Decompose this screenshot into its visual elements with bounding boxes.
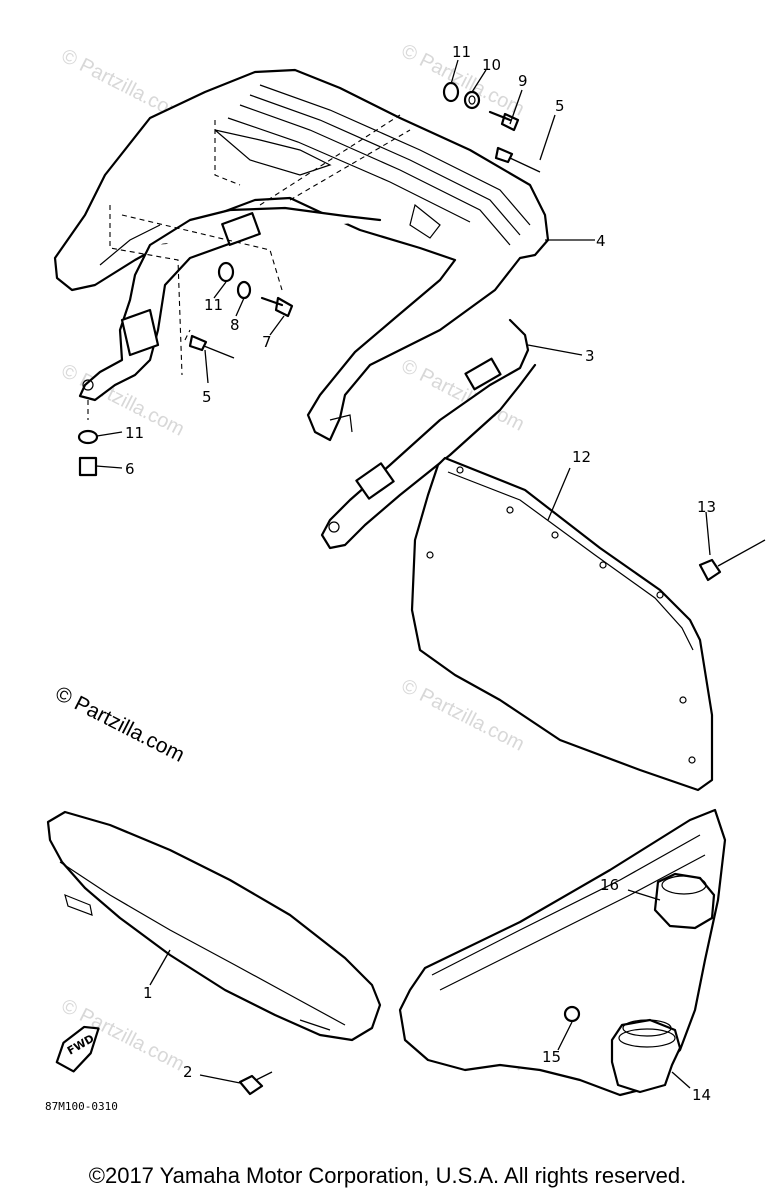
- callout-5-mid[interactable]: 5: [202, 388, 212, 406]
- callout-11-low[interactable]: 11: [125, 424, 144, 442]
- callout-12[interactable]: 12: [572, 448, 591, 466]
- callout-3[interactable]: 3: [585, 347, 595, 365]
- part-1-bumper[interactable]: [46, 810, 382, 1042]
- callout-4[interactable]: 4: [596, 232, 606, 250]
- fwd-arrow-icon: FWD: [55, 1025, 100, 1073]
- hardware-screw-5-mid[interactable]: [188, 334, 235, 359]
- callout-16[interactable]: 16: [600, 876, 619, 894]
- copyright-notice: ©2017 Yamaha Motor Corporation, U.S.A. A…: [88, 1163, 687, 1188]
- diagram-reference-code: 87M100-0310: [45, 1100, 118, 1113]
- part-12-panel[interactable]: [410, 456, 714, 792]
- callout-6[interactable]: 6: [125, 460, 135, 478]
- part-3-bracket[interactable]: [78, 206, 537, 550]
- callout-10[interactable]: 10: [482, 56, 501, 74]
- part-4-top-cover[interactable]: [53, 68, 550, 442]
- part-14-filler-neck[interactable]: [610, 1018, 682, 1094]
- callout-7[interactable]: 7: [262, 333, 272, 351]
- callout-1[interactable]: 1: [143, 984, 153, 1002]
- hardware-screw-5-top[interactable]: [494, 146, 541, 173]
- hardware-washer-11-low[interactable]: [77, 429, 99, 445]
- callout-9[interactable]: 9: [518, 72, 528, 90]
- callout-14[interactable]: 14: [692, 1086, 711, 1104]
- callout-11-mid[interactable]: 11: [204, 296, 223, 314]
- callouts: 1 2 3 4 5 5 6 7 8 9 10 11 11 11 12 13 14…: [125, 43, 716, 1104]
- callout-2[interactable]: 2: [183, 1063, 193, 1081]
- part-2-bolt[interactable]: [238, 1071, 273, 1096]
- hardware-bolt-7[interactable]: [260, 296, 294, 318]
- hardware-washer-11-top[interactable]: [442, 81, 460, 103]
- hardware-nut-8[interactable]: [236, 280, 252, 300]
- hardware-bolt-6[interactable]: [78, 456, 98, 477]
- callout-8[interactable]: 8: [230, 316, 240, 334]
- callout-11-top[interactable]: 11: [452, 43, 471, 61]
- part-13-rivet[interactable]: [698, 539, 766, 582]
- callout-13[interactable]: 13: [697, 498, 716, 516]
- part-16-grommet[interactable]: [653, 872, 716, 930]
- callout-5-top[interactable]: 5: [555, 97, 565, 115]
- leader-lines: [95, 59, 711, 1089]
- hardware-washer-11-mid[interactable]: [217, 261, 235, 283]
- assembly-guides: [87, 114, 411, 420]
- hardware-nut-10[interactable]: [463, 90, 481, 110]
- callout-15[interactable]: 15: [542, 1048, 561, 1066]
- part-15-clip[interactable]: [563, 1005, 581, 1023]
- hardware-bolt-9[interactable]: [488, 110, 520, 132]
